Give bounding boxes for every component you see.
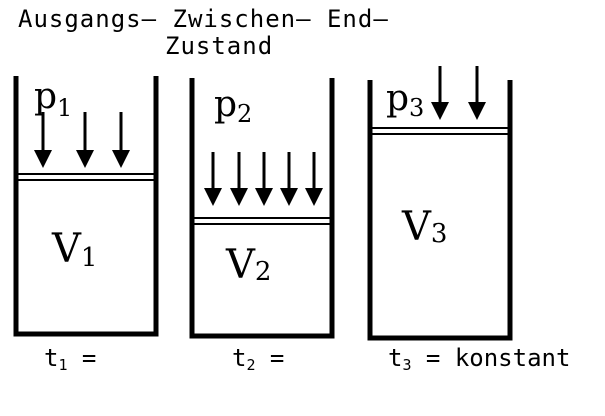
arrowhead	[112, 150, 130, 168]
pressure-arrows-2	[204, 152, 323, 206]
volume-label-2: V2	[225, 242, 271, 288]
arrowhead	[34, 150, 52, 168]
pressure-label-2: p2	[214, 84, 252, 128]
cylinder-2: p2 V2	[189, 78, 335, 339]
arrowhead	[230, 188, 248, 206]
pressure-label-3: p3	[386, 78, 424, 122]
arrowhead	[255, 188, 273, 206]
time-label-3: t3 = konstant	[388, 344, 571, 374]
header-states: Ausgangs– Zwischen– End–	[18, 5, 389, 33]
cylinder-2-wall	[189, 78, 335, 339]
arrowhead	[431, 102, 449, 120]
pressure-label-1: p1	[34, 76, 72, 122]
header-zustand: Zustand	[165, 32, 274, 60]
cylinder-1: p1 V1	[13, 76, 159, 337]
cylinder-3: p3 V3	[367, 66, 513, 341]
cylinder-3-wall	[367, 80, 513, 341]
arrowhead	[204, 188, 222, 206]
pressure-arrows-3	[431, 66, 486, 120]
volume-label-3: V3	[401, 204, 447, 250]
time-label-1: t1 =	[44, 344, 97, 374]
time-label-2: t2 =	[232, 344, 285, 374]
pressure-arrows-1	[34, 112, 130, 168]
arrowhead	[280, 188, 298, 206]
arrowhead	[468, 102, 486, 120]
arrowhead	[76, 150, 94, 168]
arrowhead	[305, 188, 323, 206]
volume-label-1: V1	[51, 226, 97, 273]
cylinder-1-wall	[13, 76, 159, 337]
